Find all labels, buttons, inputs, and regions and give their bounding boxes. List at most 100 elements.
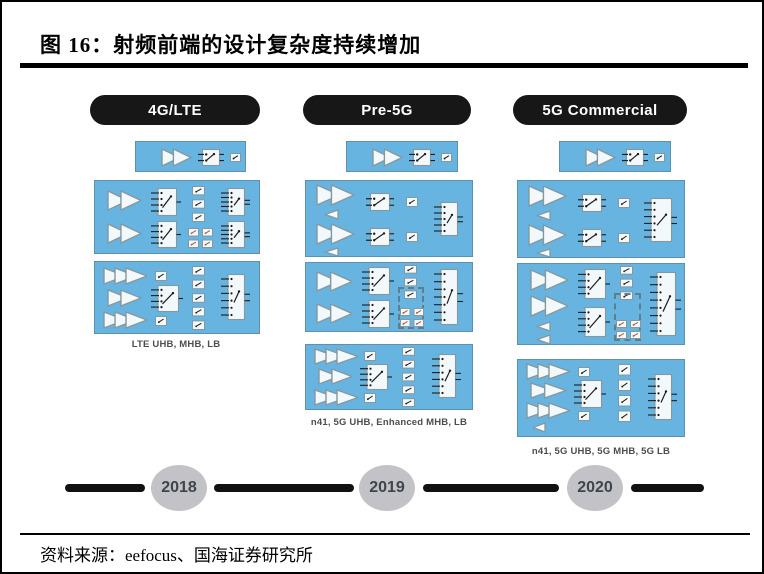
filter-quad-icon <box>400 308 424 327</box>
filter-bank-icon <box>192 186 205 222</box>
panel-caption-pre-5g: n41, 5G UHB, Enhanced MHB, LB <box>310 417 468 428</box>
rf-module-panel-4g-lte-2 <box>94 180 260 254</box>
filter-icon <box>155 271 167 281</box>
power-amplifier-icon <box>528 224 567 246</box>
power-amplifier-icon <box>528 185 567 207</box>
filter-icon <box>618 198 630 208</box>
power-amplifier-icon <box>530 269 569 291</box>
power-amplifier-icon <box>314 348 359 365</box>
filter-icon <box>364 351 376 361</box>
year-circle-2020: 2020 <box>567 465 623 511</box>
antenna-switch-icon <box>221 220 250 249</box>
lna-amplifier-icon <box>536 321 551 332</box>
power-amplifier-icon <box>316 184 355 206</box>
year-circle-2019: 2019 <box>359 465 415 511</box>
rf-module-panel-pre-5g-4 <box>305 344 473 410</box>
antenna-switch-icon <box>644 197 677 243</box>
rf-module-panel-5g-commercial-3 <box>517 263 685 345</box>
filter-icon <box>578 367 590 377</box>
rf-module-panel-5g-commercial-1 <box>559 141 671 172</box>
rf-switch-icon <box>198 148 224 167</box>
rf-switch-icon <box>578 228 606 248</box>
lna-amplifier-icon <box>536 334 551 345</box>
band-pill-5g-commercial: 5G Commercial <box>513 95 687 125</box>
antenna-switch-icon <box>578 306 610 338</box>
power-amplifier-icon <box>530 295 569 317</box>
antenna-switch-icon <box>648 373 677 421</box>
lna-amplifier-icon <box>536 248 551 258</box>
rf-module-panel-5g-commercial-2 <box>517 180 685 258</box>
filter-icon <box>364 393 376 403</box>
module-group-outline <box>614 293 641 341</box>
filter-bank-icon <box>618 364 631 422</box>
power-amplifier-icon <box>161 148 192 167</box>
antenna-switch-icon <box>221 187 250 217</box>
rf-module-panel-pre-5g-1 <box>346 141 458 172</box>
rf-switch-icon <box>409 148 435 167</box>
band-pill-4g-lte: 4G/LTE <box>90 95 260 125</box>
filter-icon <box>230 153 241 162</box>
figure-title: 图 16：射频前端的设计复杂度持续增加 <box>40 33 422 57</box>
rf-module-panel-4g-lte-1 <box>135 141 246 172</box>
timeline-line-segment-1 <box>65 484 145 492</box>
timeline-line-segment-2 <box>214 484 354 492</box>
power-amplifier-icon <box>314 389 359 406</box>
power-amplifier-icon <box>316 303 353 324</box>
antenna-switch-icon <box>362 299 394 329</box>
lna-amplifier-icon <box>324 209 339 220</box>
rf-module-panel-pre-5g-3 <box>305 262 473 332</box>
rf-module-panel-4g-lte-3 <box>94 261 260 334</box>
filter-bank-icon <box>192 266 205 331</box>
rf-switch-icon <box>622 148 648 167</box>
rf-switch-icon <box>366 227 394 247</box>
filter-icon <box>441 153 452 162</box>
antenna-switch-icon <box>221 273 250 321</box>
filter-icon <box>406 197 418 207</box>
filter-icon <box>654 153 665 162</box>
rf-module-panel-pre-5g-2 <box>305 180 473 257</box>
filter-icon <box>406 232 418 242</box>
lna-amplifier-icon <box>536 210 551 221</box>
filter-bank-icon <box>620 266 633 301</box>
lna-amplifier-icon <box>532 422 546 433</box>
filter-bank-icon <box>404 265 417 300</box>
antenna-switch-icon <box>362 266 394 296</box>
power-amplifier-icon <box>107 289 142 307</box>
lna-amplifier-icon <box>324 247 339 257</box>
power-amplifier-icon <box>530 382 567 399</box>
panel-caption-4g-lte: LTE UHB, MHB, LB <box>131 339 221 350</box>
antenna-switch-icon <box>434 268 463 326</box>
filter-quad-icon <box>616 320 641 339</box>
antenna-switch-icon <box>574 379 606 409</box>
power-amplifier-icon <box>526 402 571 419</box>
power-amplifier-icon <box>107 223 142 244</box>
rf-switch-icon <box>366 192 394 212</box>
source-note: 资料来源：eefocus、国海证券研究所 <box>40 546 313 565</box>
year-circle-2018: 2018 <box>151 465 207 511</box>
antenna-switch-icon <box>578 268 610 300</box>
panel-caption-5g-commercial: n41, 5G UHB, 5G MHB, 5G LB <box>531 446 671 457</box>
antenna-switch-icon <box>434 201 463 237</box>
antenna-switch-icon <box>650 271 681 337</box>
antenna-switch-icon <box>151 187 181 217</box>
antenna-switch-icon <box>360 363 392 391</box>
filter-icon <box>155 316 167 326</box>
rf-module-panel-5g-commercial-4 <box>517 359 685 437</box>
source-rule <box>20 533 750 535</box>
timeline-line-segment-4 <box>631 484 704 492</box>
filter-bank-icon <box>402 347 415 408</box>
power-amplifier-icon <box>103 267 148 285</box>
antenna-switch-icon <box>151 284 183 313</box>
power-amplifier-icon <box>372 148 403 167</box>
filter-quad-icon <box>188 228 213 248</box>
band-pill-pre-5g: Pre-5G <box>303 95 471 125</box>
power-amplifier-icon <box>585 148 616 167</box>
antenna-switch-icon <box>151 220 181 249</box>
antenna-switch-icon <box>432 353 461 399</box>
filter-icon <box>578 411 590 421</box>
power-amplifier-icon <box>107 190 142 211</box>
title-rule <box>20 63 748 68</box>
timeline-line-segment-3 <box>423 484 559 492</box>
power-amplifier-icon <box>316 271 353 292</box>
